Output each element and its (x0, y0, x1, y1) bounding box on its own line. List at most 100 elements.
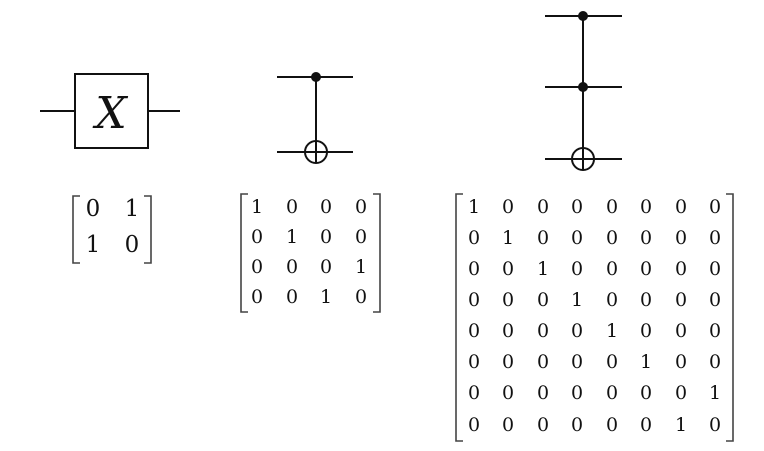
matrix-cell: 0 (251, 256, 263, 278)
matrix-cell: 0 (675, 382, 687, 404)
matrix-cell: 0 (468, 382, 480, 404)
matrix-cell: 1 (320, 286, 332, 308)
matrix-cell: 0 (468, 351, 480, 373)
matrix-cell: 0 (502, 289, 514, 311)
matrix-cell: 0 (125, 232, 140, 258)
matrix-cell: 0 (640, 320, 652, 342)
toffoli-matrix-left-bracket (455, 193, 463, 442)
matrix-cell: 0 (537, 289, 549, 311)
matrix-cell: 1 (709, 382, 721, 404)
matrix-cell: 0 (675, 320, 687, 342)
matrix-cell: 0 (286, 256, 298, 278)
matrix-cell: 0 (640, 414, 652, 436)
matrix-cell: 1 (125, 196, 140, 222)
matrix-cell: 0 (675, 196, 687, 218)
matrix-cell: 0 (251, 226, 263, 248)
matrix-cell: 0 (640, 227, 652, 249)
matrix-cell: 1 (251, 196, 263, 218)
x-gate-matrix: 0 1 1 0 (72, 195, 152, 264)
matrix-cell: 0 (675, 258, 687, 280)
matrix-cell: 0 (606, 258, 618, 280)
toffoli-target-xor-icon (571, 147, 595, 171)
matrix-cell: 0 (537, 351, 549, 373)
matrix-cell: 0 (251, 286, 263, 308)
matrix-cell: 0 (571, 196, 583, 218)
matrix-cell: 0 (675, 351, 687, 373)
matrix-cell: 0 (502, 351, 514, 373)
matrix-cell: 0 (502, 196, 514, 218)
matrix-cell: 0 (709, 258, 721, 280)
matrix-cell: 0 (468, 227, 480, 249)
matrix-cell: 0 (468, 320, 480, 342)
matrix-cell: 0 (355, 286, 367, 308)
matrix-cell: 0 (468, 289, 480, 311)
x-gate-circuit: X (40, 73, 180, 149)
matrix-cell: 0 (709, 414, 721, 436)
matrix-cell: 0 (286, 286, 298, 308)
toffoli-control-dot-2 (578, 82, 588, 92)
toffoli-control-dot-1 (578, 11, 588, 21)
matrix-cell: 0 (355, 196, 367, 218)
cnot-gate-circuit (277, 72, 353, 164)
matrix-cell: 0 (537, 382, 549, 404)
x-gate-label: X (92, 88, 128, 139)
cnot-control-dot (311, 72, 321, 82)
matrix-cell: 0 (709, 289, 721, 311)
matrix-cell: 1 (571, 289, 583, 311)
matrix-cell: 0 (571, 258, 583, 280)
matrix-cell: 0 (86, 196, 101, 222)
matrix-cell: 0 (709, 351, 721, 373)
toffoli-gate-circuit (545, 11, 622, 171)
matrix-cell: 0 (709, 227, 721, 249)
cnot-target-xor-icon (304, 140, 328, 164)
matrix-cell: 0 (606, 351, 618, 373)
matrix-cell: 0 (286, 196, 298, 218)
x-matrix-left-bracket (72, 195, 80, 264)
matrix-cell: 1 (675, 414, 687, 436)
matrix-cell: 1 (502, 227, 514, 249)
matrix-cell: 0 (320, 226, 332, 248)
matrix-cell: 0 (537, 227, 549, 249)
matrix-cell: 0 (606, 196, 618, 218)
matrix-cell: 0 (709, 320, 721, 342)
matrix-cell: 0 (640, 382, 652, 404)
matrix-cell: 0 (640, 289, 652, 311)
matrix-cell: 0 (320, 196, 332, 218)
matrix-cell: 0 (502, 414, 514, 436)
cnot-matrix-left-bracket (240, 193, 248, 313)
matrix-cell: 0 (709, 196, 721, 218)
matrix-cell: 0 (571, 414, 583, 436)
matrix-cell: 0 (537, 320, 549, 342)
matrix-cell: 0 (640, 196, 652, 218)
matrix-cell: 0 (606, 289, 618, 311)
matrix-cell: 0 (675, 227, 687, 249)
matrix-cell: 1 (355, 256, 367, 278)
matrix-cell: 0 (502, 382, 514, 404)
matrix-cell: 0 (502, 258, 514, 280)
matrix-cell: 1 (86, 232, 101, 258)
matrix-cell: 0 (468, 414, 480, 436)
matrix-cell: 0 (537, 196, 549, 218)
matrix-cell: 0 (355, 226, 367, 248)
matrix-cell: 0 (571, 382, 583, 404)
matrix-cell: 0 (537, 414, 549, 436)
matrix-cell: 0 (640, 258, 652, 280)
matrix-cell: 0 (606, 414, 618, 436)
matrix-cell: 0 (468, 258, 480, 280)
x-matrix-right-bracket (144, 195, 152, 264)
matrix-cell: 1 (537, 258, 549, 280)
cnot-matrix-right-bracket (373, 193, 381, 313)
matrix-cell: 1 (286, 226, 298, 248)
matrix-cell: 0 (571, 351, 583, 373)
matrix-cell: 0 (502, 320, 514, 342)
matrix-cell: 1 (640, 351, 652, 373)
cnot-gate-matrix: 1 0 0 0 0 1 0 0 0 0 0 1 0 0 1 0 (240, 193, 381, 313)
toffoli-matrix-right-bracket (726, 193, 734, 442)
matrix-cell: 1 (468, 196, 480, 218)
matrix-cell: 0 (606, 227, 618, 249)
matrix-cell: 0 (571, 320, 583, 342)
matrix-cell: 0 (606, 382, 618, 404)
matrix-cell: 0 (675, 289, 687, 311)
matrix-cell: 0 (320, 256, 332, 278)
